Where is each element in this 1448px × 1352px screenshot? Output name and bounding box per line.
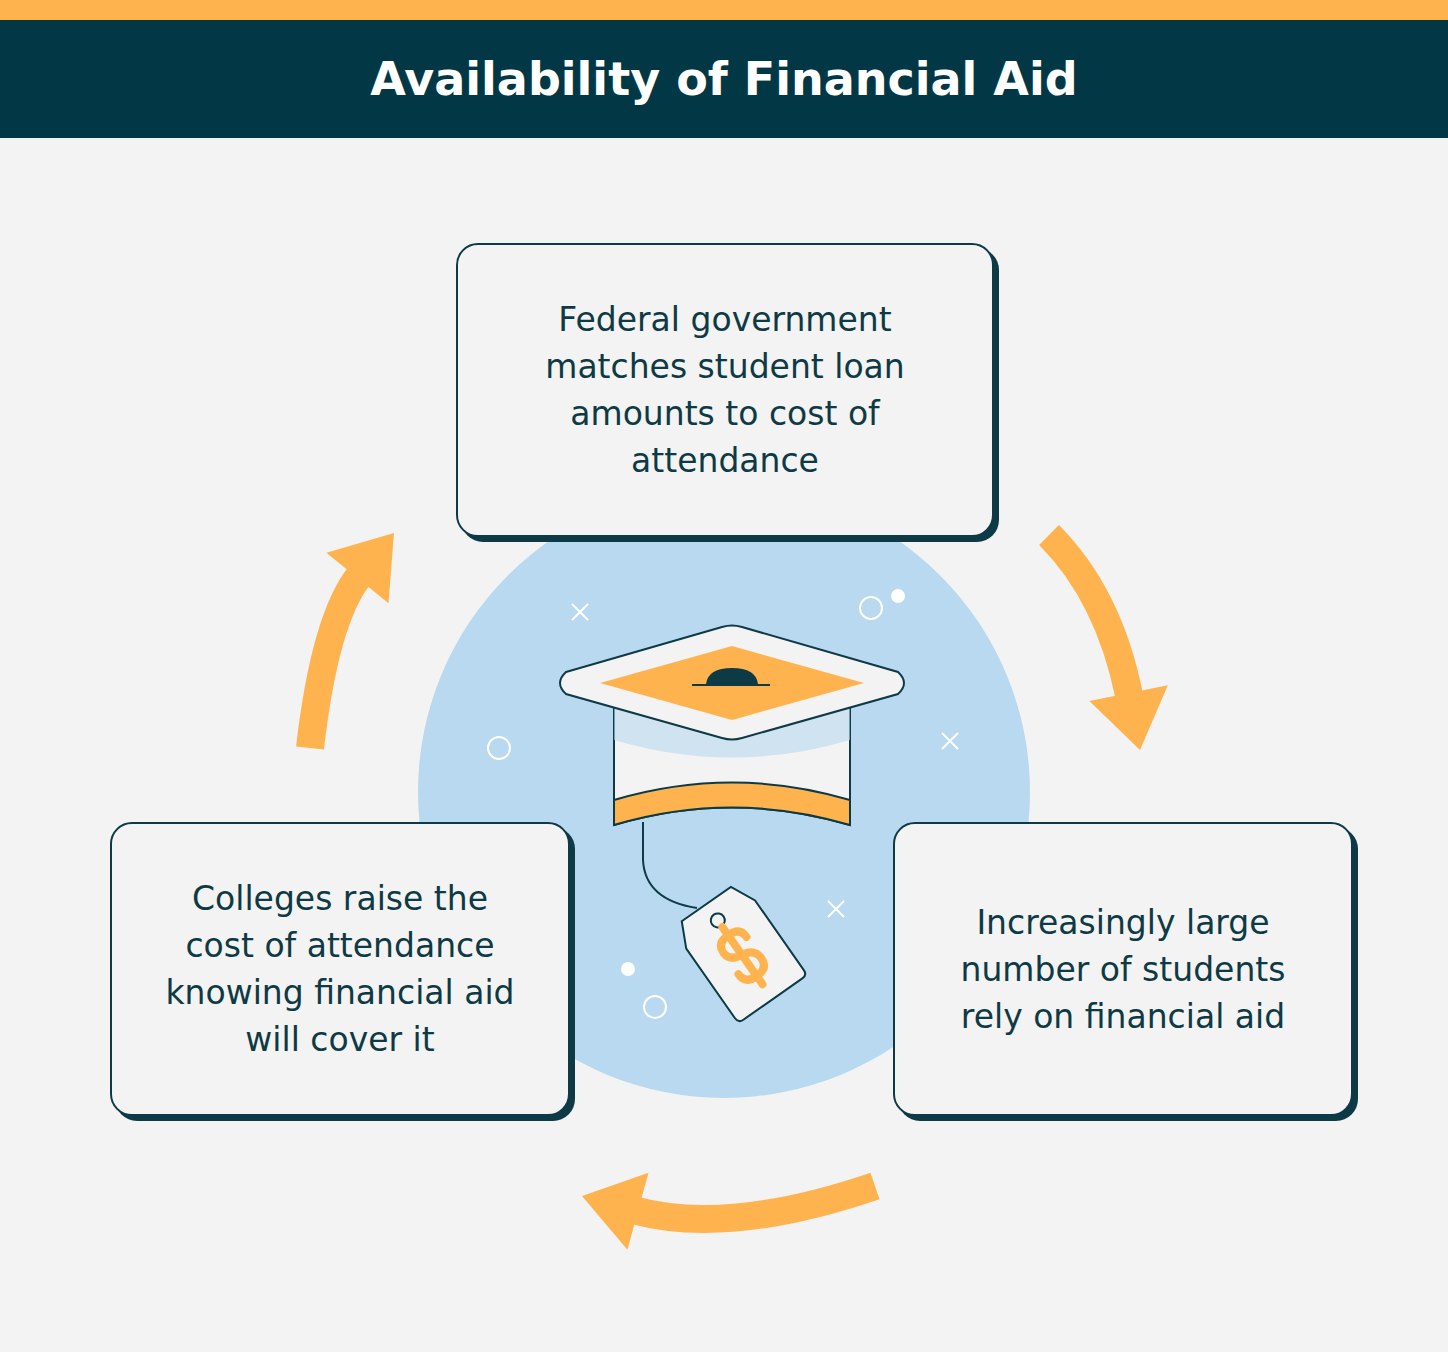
cycle-arrow <box>582 1173 875 1250</box>
top-stripe <box>0 0 1448 20</box>
title: Availability of Financial Aid <box>0 20 1448 138</box>
box-text: Federal government matches student loan … <box>525 296 925 484</box>
process-box: Federal government matches student loan … <box>456 243 994 537</box>
cycle-arrow <box>310 533 394 748</box>
cycle-arrow <box>1049 535 1168 750</box>
box-text: Increasingly large number of students re… <box>943 899 1303 1040</box>
process-box: Colleges raise the cost of attendance kn… <box>110 822 570 1116</box>
process-box: Increasingly large number of students re… <box>893 822 1353 1116</box>
box-text: Colleges raise the cost of attendance kn… <box>155 875 525 1063</box>
